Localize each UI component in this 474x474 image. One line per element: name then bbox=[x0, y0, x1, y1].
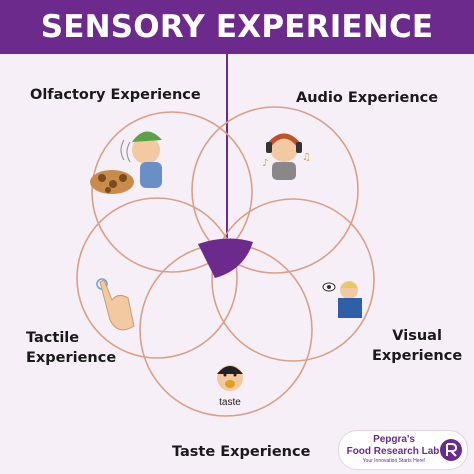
olfactory-circle bbox=[91, 111, 253, 273]
taste-caption: taste bbox=[219, 397, 241, 408]
headphones-listener-icon: ♪ ♫ bbox=[262, 133, 311, 180]
logo-name: Pepgra's bbox=[373, 434, 415, 445]
visual-circle bbox=[211, 198, 375, 362]
page-title: SENSORY EXPERIENCE bbox=[40, 9, 434, 45]
taste-label: Taste Experience bbox=[172, 444, 311, 460]
svg-text:♫: ♫ bbox=[302, 152, 311, 163]
tactile-label-line2: Experience bbox=[26, 350, 117, 366]
reading-eye-icon bbox=[322, 281, 362, 318]
audio-label: Audio Experience bbox=[296, 90, 439, 106]
visual-label: Visual Experience bbox=[372, 326, 462, 366]
logo-mark-icon bbox=[440, 439, 462, 461]
logo-tagline: Your Innovation Starts Here! bbox=[362, 458, 426, 464]
brand-logo: Pepgra's Food Research Lab Your Innovati… bbox=[338, 430, 468, 470]
central-intersection bbox=[198, 238, 253, 278]
svg-text:♪: ♪ bbox=[262, 158, 268, 169]
touching-hand-icon bbox=[96, 278, 135, 331]
visual-label-line1: Visual bbox=[392, 328, 442, 344]
olfactory-label: Olfactory Experience bbox=[30, 87, 201, 103]
tasting-face-icon bbox=[217, 365, 243, 391]
tactile-label-line1: Tactile bbox=[26, 330, 80, 346]
logo-lab-name: Food Research Lab bbox=[346, 446, 440, 457]
visual-label-line2: Experience bbox=[372, 348, 463, 364]
smelling-food-icon bbox=[90, 131, 162, 194]
title-banner: SENSORY EXPERIENCE bbox=[0, 0, 474, 54]
tactile-label: Tactile Experience bbox=[26, 328, 116, 368]
audio-circle bbox=[191, 106, 359, 274]
tactile-circle bbox=[76, 197, 238, 359]
